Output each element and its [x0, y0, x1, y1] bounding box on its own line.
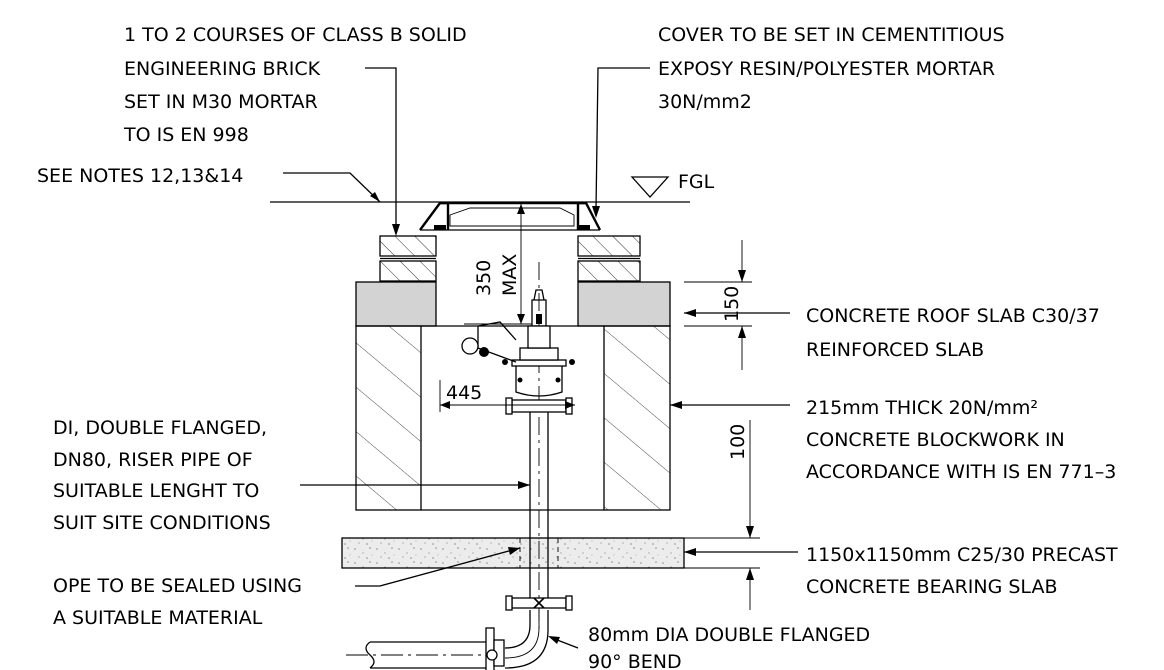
manhole-cover-frame — [419, 201, 602, 231]
riser-note-line-3: SUITABLE LENGHT TO — [53, 480, 259, 502]
cover-note-line-1: COVER TO BE SET IN CEMENTITIOUS — [658, 24, 1005, 46]
cover-note-line-3: 30N/mm2 — [658, 91, 752, 113]
see-notes-label: SEE NOTES 12,13&14 — [37, 165, 243, 187]
riser-note-line-4: SUIT SITE CONDITIONS — [53, 512, 271, 534]
brick-note-line-3: SET IN M30 MORTAR — [124, 91, 318, 113]
blockwork-note-line-3: ACCORDANCE WITH IS EN 771–3 — [806, 461, 1116, 483]
cover-note: COVER TO BE SET IN CEMENTITIOUS EXPOSY R… — [658, 24, 1005, 113]
depth-dimension-qualifier: MAX — [499, 254, 521, 296]
fgl-label: FGL — [678, 171, 715, 193]
roof-slab-left — [355, 281, 437, 327]
blockwork-wall-left — [355, 325, 422, 511]
depth-dimension-value: 350 — [473, 260, 495, 296]
ope-note: OPE TO BE SEALED USING A SUITABLE MATERI… — [53, 575, 302, 629]
bearing-slab-note: 1150x1150mm C25/30 PRECAST CONCRETE BEAR… — [806, 544, 1118, 598]
riser-note-line-1: DI, DOUBLE FLANGED, — [53, 417, 267, 439]
leader-lines — [283, 67, 798, 649]
bend-note-line-1: 80mm DIA DOUBLE FLANGED — [588, 624, 870, 646]
chamber-structure — [270, 176, 690, 569]
brick-note-line-4: TO IS EN 998 — [123, 124, 249, 146]
bearing-slab-note-line-2: CONCRETE BEARING SLAB — [806, 576, 1058, 598]
bearing-slab-note-line-1: 1150x1150mm C25/30 PRECAST — [806, 544, 1118, 566]
roof-slab-note: CONCRETE ROOF SLAB C30/37 REINFORCED SLA… — [806, 305, 1100, 361]
fgl-marker-icon — [630, 176, 670, 198]
roof-slab-right — [577, 281, 671, 327]
blockwork-note: 215mm THICK 20N/mm² CONCRETE BLOCKWORK I… — [806, 397, 1116, 483]
riser-note: DI, DOUBLE FLANGED, DN80, RISER PIPE OF … — [53, 417, 271, 534]
ope-note-line-1: OPE TO BE SEALED USING — [53, 575, 302, 597]
roof-slab-note-line-1: CONCRETE ROOF SLAB C30/37 — [806, 305, 1100, 327]
roof-slab-thickness-dimension: 150 — [721, 286, 743, 322]
cover-note-line-2: EXPOSY RESIN/POLYESTER MORTAR — [658, 58, 995, 80]
offset-dimension: 445 — [446, 382, 482, 404]
ope-note-line-2: A SUITABLE MATERIAL — [53, 607, 263, 629]
brick-note-line-2: ENGINEERING BRICK — [124, 58, 321, 80]
hydrant-pipework — [346, 262, 575, 670]
bend-note-line-2: 90° BEND — [588, 651, 682, 670]
bearing-slab — [341, 537, 685, 569]
dimension-lines — [439, 204, 760, 610]
blockwork-wall-right — [603, 325, 671, 511]
blockwork-note-line-2: CONCRETE BLOCKWORK IN — [806, 429, 1065, 451]
roof-slab-note-line-2: REINFORCED SLAB — [806, 339, 984, 361]
riser-note-line-2: DN80, RISER PIPE OF — [53, 449, 253, 471]
brick-note-line-1: 1 TO 2 COURSES OF CLASS B SOLID — [124, 24, 467, 46]
blockwork-note-line-1: 215mm THICK 20N/mm² — [806, 397, 1038, 419]
brick-note: 1 TO 2 COURSES OF CLASS B SOLID ENGINEER… — [123, 24, 467, 146]
brick-courses-left — [379, 235, 437, 282]
brick-courses-right — [577, 235, 641, 282]
bend-note: 80mm DIA DOUBLE FLANGED 90° BEND — [588, 624, 870, 670]
bearing-clearance-dimension: 100 — [727, 424, 749, 460]
